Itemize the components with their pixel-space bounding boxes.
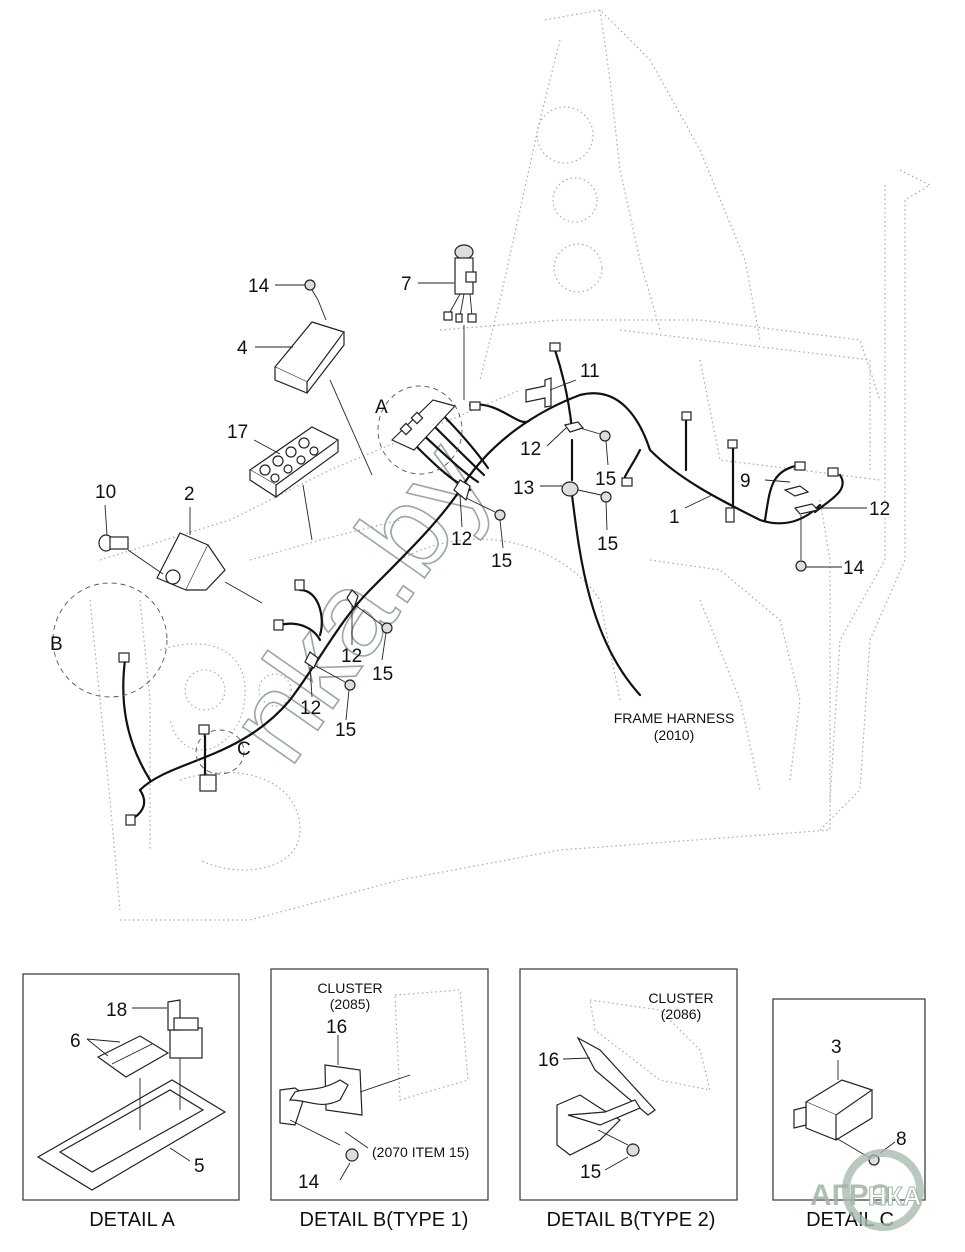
brand-logo-right: НКА	[868, 1181, 922, 1211]
part-10-lighter[interactable]	[98, 534, 164, 575]
callout-labels: 14 4 17 10 2 7 11 12 13 12 15 15 15 1 9 …	[50, 274, 890, 760]
callout-10: 10	[95, 482, 116, 503]
bolts-15[interactable]	[313, 427, 807, 691]
callout-15: 15	[595, 469, 616, 490]
connector-icon	[827, 467, 839, 477]
callout-12: 12	[451, 529, 472, 550]
callout-11: 11	[580, 361, 600, 382]
callout-17: 17	[227, 422, 248, 443]
callout-9: 9	[740, 471, 751, 492]
detail-c-panel: 3 8	[772, 998, 926, 1201]
detail-b-type2-panel: CLUSTER (2086) 16 15	[519, 968, 738, 1201]
frame-harness-label: FRAME HARNESS	[614, 710, 735, 726]
part-4-cover[interactable]	[274, 321, 373, 476]
detail-a-callout-18: 18	[106, 1000, 127, 1021]
detail-b2-cluster-label: CLUSTER	[648, 990, 713, 1006]
detail-b2-callout-15: 15	[580, 1162, 601, 1183]
callout-12: 12	[300, 698, 321, 719]
callout-7: 7	[401, 274, 412, 295]
connector-icon	[125, 814, 136, 826]
detail-b1-ref-label: (2070 ITEM 15)	[372, 1144, 469, 1160]
cab-frame-outline	[89, 9, 932, 921]
detail-c-marker: C	[237, 739, 251, 760]
callout-1: 1	[669, 507, 680, 528]
callout-15: 15	[372, 664, 393, 685]
callout-14: 14	[843, 558, 865, 579]
part-15-bolt-top[interactable]	[304, 279, 327, 321]
callout-leaders	[104, 282, 867, 721]
detail-b-marker: B	[50, 634, 63, 655]
detail-a-panel: 18 6 5	[22, 973, 240, 1201]
detail-c-marker-circle	[195, 729, 245, 775]
detail-b-marker-circle	[52, 582, 168, 698]
callout-12: 12	[520, 439, 541, 460]
connector-icon	[794, 461, 806, 471]
part-17-fuse-box[interactable]	[248, 426, 340, 541]
tag-icon	[725, 507, 735, 523]
detail-b-type1-panel: CLUSTER (2085) 16 (2070 ITEM 15) 14	[270, 968, 489, 1201]
part-2-socket[interactable]	[156, 532, 263, 604]
detail-b1-cluster-ref: (2085)	[330, 996, 370, 1012]
detail-c-callout-8: 8	[896, 1129, 907, 1150]
callout-15: 15	[597, 534, 618, 555]
brand-logo-left: АГРО	[810, 1179, 892, 1212]
detail-c-callout-3: 3	[831, 1037, 842, 1058]
detail-b1-callout-14: 14	[298, 1172, 320, 1193]
detail-b2-caption: DETAIL B(TYPE 2)	[547, 1209, 716, 1231]
detail-a-callout-5: 5	[194, 1156, 205, 1177]
clamp-parts-12[interactable]	[304, 421, 820, 669]
connector-icon	[549, 342, 561, 352]
part-13-grommet[interactable]	[561, 481, 579, 497]
callout-15: 14	[248, 276, 270, 297]
connector-icon	[681, 411, 692, 421]
connectors	[118, 342, 839, 826]
connector-icon	[198, 724, 210, 735]
detail-a-marker-circle	[377, 385, 463, 475]
detail-a-caption: DETAIL A	[89, 1209, 175, 1231]
detail-a-marker: A	[375, 397, 388, 418]
callout-12: 12	[869, 499, 890, 520]
callout-15: 15	[335, 720, 356, 741]
frame-harness-ref: (2010)	[654, 727, 694, 743]
connector-block-icon	[199, 774, 217, 792]
brand-logo-watermark: АГРО НКА	[810, 1149, 924, 1231]
callout-2: 2	[184, 484, 195, 505]
callout-12: 12	[341, 646, 362, 667]
connector-icon	[118, 652, 130, 663]
connector-icon	[469, 401, 481, 411]
callout-13: 13	[513, 478, 534, 499]
detail-b2-callout-16: 16	[538, 1050, 559, 1071]
connector-icon	[727, 439, 738, 449]
detail-b1-cluster-label: CLUSTER	[317, 980, 382, 996]
detail-b1-caption: DETAIL B(TYPE 1)	[300, 1209, 469, 1231]
callout-4: 4	[237, 338, 248, 359]
part-11-bracket[interactable]	[525, 377, 552, 408]
callout-15: 15	[491, 551, 512, 572]
connector-icon	[621, 477, 633, 487]
connector-icon	[273, 619, 284, 631]
connector-icon	[294, 579, 305, 591]
part-7-switch[interactable]	[443, 244, 477, 400]
detail-a-callout-6: 6	[70, 1031, 81, 1052]
detail-b2-cluster-ref: (2086)	[661, 1006, 701, 1022]
detail-b1-callout-16: 16	[326, 1017, 347, 1038]
